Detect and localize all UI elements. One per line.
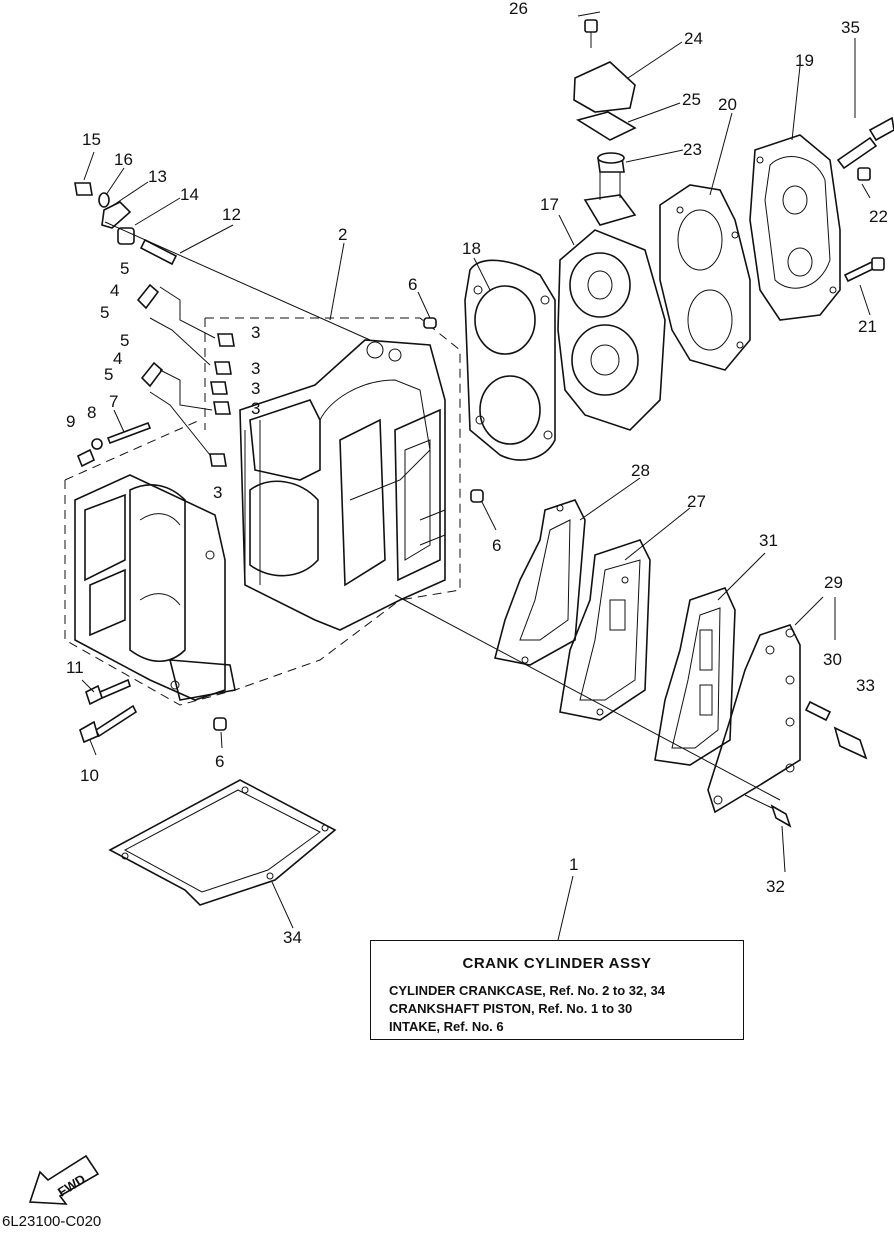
- legend-line-intake: INTAKE, Ref. No. 6: [389, 1019, 504, 1034]
- crankcase-outline: [64, 317, 461, 706]
- callout-29: 29: [824, 573, 843, 592]
- callout-5c: 5: [120, 331, 129, 350]
- callout-7: 7: [109, 392, 118, 411]
- callout-30: 30: [823, 650, 842, 669]
- callout-6b: 6: [492, 536, 501, 555]
- crankcase-half-part: [74, 474, 236, 701]
- callout-25: 25: [682, 90, 701, 109]
- callout-32: 32: [766, 877, 785, 896]
- callout-9: 9: [66, 412, 75, 431]
- callout-1: 1: [569, 855, 578, 874]
- callout-28: 28: [631, 461, 650, 480]
- callout-5d: 5: [104, 365, 113, 384]
- top-left-small-parts: [74, 182, 371, 341]
- callout-numbers: 26 24 35 19 25 20 15 23 16 13 14 17 22 1…: [66, 0, 888, 947]
- cover-29-part: [707, 624, 868, 828]
- callout-14: 14: [180, 185, 199, 204]
- callout-35: 35: [841, 18, 860, 37]
- callout-19: 19: [795, 51, 814, 70]
- gasket-31-part: [654, 587, 736, 766]
- legend-line-cylinder-crankcase: CYLINDER CRANKCASE, Ref. No. 2 to 32, 34: [389, 983, 665, 998]
- callout-24: 24: [684, 29, 703, 48]
- callout-3b: 3: [251, 359, 260, 378]
- dowel-pins: [213, 317, 484, 731]
- callout-5b: 5: [100, 303, 109, 322]
- callout-11: 11: [66, 658, 84, 677]
- callout-8: 8: [87, 403, 96, 422]
- callout-23: 23: [683, 140, 702, 159]
- callout-6c: 6: [215, 752, 224, 771]
- sensor-and-bolts: [836, 116, 894, 283]
- assembly-legend-box: CRANK CYLINDER ASSY CYLINDER CRANKCASE, …: [370, 940, 744, 1040]
- callout-4a: 4: [110, 281, 119, 300]
- head-cover-part: [749, 134, 841, 321]
- callout-3e: 3: [213, 483, 222, 502]
- callout-6a: 6: [408, 275, 417, 294]
- callout-2: 2: [338, 225, 347, 244]
- callout-13: 13: [148, 167, 167, 186]
- callout-3c: 3: [251, 379, 260, 398]
- callout-17: 17: [540, 195, 559, 214]
- callout-3a: 3: [251, 323, 260, 342]
- callout-10: 10: [80, 766, 99, 785]
- callout-16: 16: [114, 150, 133, 169]
- fittings-and-hoses: [136, 283, 235, 467]
- plate-27-part: [559, 539, 651, 721]
- callout-34: 34: [283, 928, 302, 947]
- lower-gasket-part: [108, 779, 337, 906]
- leader-lines: [81, 11, 871, 941]
- cylinder-block-part: [239, 339, 446, 631]
- callout-5a: 5: [120, 259, 129, 278]
- callout-3d: 3: [251, 399, 260, 418]
- exhaust-gasket-part: [464, 259, 556, 461]
- callout-18: 18: [462, 239, 481, 258]
- callout-4b: 4: [113, 349, 122, 368]
- fwd-arrow-icon: FWD: [28, 1154, 100, 1205]
- callout-33: 33: [856, 676, 875, 695]
- callout-21: 21: [858, 317, 877, 336]
- assembly-title: CRANK CYLINDER ASSY: [462, 955, 652, 972]
- callout-27: 27: [687, 492, 706, 511]
- callout-15: 15: [82, 130, 101, 149]
- left-bolts: [76, 421, 152, 744]
- cylinder-head-part: [557, 165, 666, 431]
- gasket-28-part: [494, 499, 586, 666]
- legend-line-crankshaft-piston: CRANKSHAFT PISTON, Ref. No. 1 to 30: [389, 1001, 633, 1016]
- callout-20: 20: [718, 95, 737, 114]
- callout-31: 31: [759, 531, 778, 550]
- reference-code: 6L23100-C020: [2, 1213, 102, 1230]
- thermostat-cover-parts: [573, 19, 637, 173]
- callout-26: 26: [509, 0, 528, 18]
- callout-12: 12: [222, 205, 241, 224]
- callout-22: 22: [869, 207, 888, 226]
- head-gasket-part: [659, 184, 751, 371]
